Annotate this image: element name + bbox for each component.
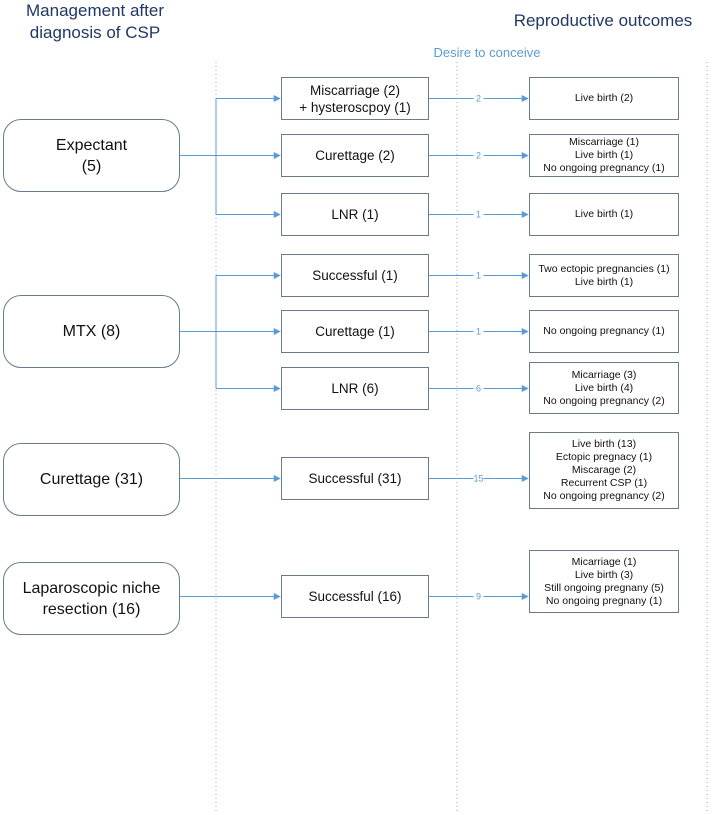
outcome-box-text: No ongoing pregnancy (1) bbox=[543, 325, 665, 337]
conceive-count: 1 bbox=[476, 210, 481, 220]
management-heading-line: diagnosis of CSP bbox=[29, 23, 161, 42]
outcome-box-text: No ongoing pregnancy (1) bbox=[543, 162, 665, 174]
management-box-text: (5) bbox=[81, 157, 102, 175]
management-box-text: Curettage (31) bbox=[39, 471, 144, 488]
outcome-box: Micarriage (3)Live birth (4)No ongoing p… bbox=[529, 362, 679, 414]
result-box-text: Successful (1) bbox=[312, 268, 398, 283]
result-box-text: LNR (1) bbox=[331, 207, 379, 222]
result-box-text: Curettage (2) bbox=[315, 148, 395, 163]
result-box: Successful (16) bbox=[281, 575, 429, 618]
result-box: Curettage (2) bbox=[281, 134, 429, 177]
result-box-text: Miscarriage (2) bbox=[309, 82, 401, 98]
result-box-text: Curettage (1) bbox=[315, 324, 395, 339]
conceive-count: 2 bbox=[476, 151, 481, 161]
outcome-box-text: Miscarage (2) bbox=[571, 464, 637, 476]
management-box: Laparoscopic niche resection (16) bbox=[3, 562, 180, 635]
conceive-count: 2 bbox=[476, 94, 481, 104]
management-box: MTX (8) bbox=[3, 295, 180, 368]
conceive-count: 9 bbox=[476, 592, 481, 602]
outcome-box: Micarriage (1)Live birth (3)Still ongoin… bbox=[529, 550, 679, 613]
outcome-box-text: Micarriage (3) bbox=[571, 368, 637, 381]
conceive-count: 6 bbox=[476, 384, 481, 394]
result-box: Curettage (1) bbox=[281, 310, 429, 353]
result-box: Miscarriage (2)+ hysteroscpoy (1) bbox=[281, 77, 429, 120]
outcome-box: Live birth (13)Ectopic pregnacy (1)Misca… bbox=[529, 432, 679, 509]
result-box: LNR (1) bbox=[281, 193, 429, 236]
outcome-box-text: No ongoing pregnany (1) bbox=[545, 594, 663, 607]
result-box-text: LNR (6) bbox=[331, 381, 379, 396]
management-box-text: Laparoscopic niche bbox=[22, 579, 161, 597]
outcome-box: Miscarriage (1)Live birth (1)No ongoing … bbox=[529, 134, 679, 177]
outcome-box-text: Two ectopic pregnancies (1) bbox=[538, 262, 670, 275]
outcome-box-text: No ongoing pregnancy (2) bbox=[543, 490, 665, 502]
outcome-box: No ongoing pregnancy (1) bbox=[529, 310, 679, 353]
desire-label: Desire to conceive bbox=[433, 45, 541, 60]
management-box-text: resection (16) bbox=[42, 600, 141, 618]
result-box-text: + hysteroscpoy (1) bbox=[299, 99, 411, 115]
outcome-box-text: Miscarriage (1) bbox=[568, 136, 639, 148]
management-box: Expectant (5) bbox=[3, 119, 180, 192]
outcome-box-text: Live birth (4) bbox=[574, 381, 634, 394]
outcome-box-text: Live birth (1) bbox=[574, 208, 634, 220]
result-box: Successful (1) bbox=[281, 254, 429, 297]
result-box: LNR (6) bbox=[281, 367, 429, 410]
result-box-text: Successful (16) bbox=[308, 589, 402, 604]
outcome-box: Live birth (1) bbox=[529, 193, 679, 236]
outcomes-heading: Reproductive outcomes bbox=[513, 11, 693, 30]
conceive-count: 15 bbox=[473, 474, 483, 484]
outcome-box: Two ectopic pregnancies (1)Live birth (1… bbox=[529, 254, 679, 297]
outcome-box-text: No ongoing pregnancy (2) bbox=[543, 394, 665, 407]
management-box: Curettage (31) bbox=[3, 443, 180, 516]
result-box-text: Successful (31) bbox=[308, 471, 402, 486]
outcome-box-text: Live birth (1) bbox=[574, 149, 634, 161]
outcome-box-text: Live birth (13) bbox=[571, 438, 637, 450]
outcome-box-text: Live birth (2) bbox=[574, 92, 634, 104]
management-heading-line: Management after bbox=[26, 1, 164, 20]
outcome-box-text: Micarriage (1) bbox=[571, 555, 637, 568]
conceive-count: 1 bbox=[476, 327, 481, 337]
outcome-box-text: Ectopic pregnacy (1) bbox=[555, 451, 653, 463]
outcome-box-text: Live birth (1) bbox=[574, 275, 634, 288]
management-box-text: MTX (8) bbox=[62, 323, 121, 340]
management-box-text: Expectant bbox=[55, 136, 128, 154]
outcome-box-text: Live birth (3) bbox=[574, 568, 634, 581]
outcome-box: Live birth (2) bbox=[529, 77, 679, 120]
outcome-box-text: Recurrent CSP (1) bbox=[560, 477, 648, 489]
management-heading: Management after diagnosis of CSP bbox=[0, 0, 190, 44]
result-box: Successful (31) bbox=[281, 457, 429, 500]
outcome-box-text: Still ongoing pregnany (5) bbox=[544, 581, 664, 594]
conceive-count: 1 bbox=[476, 271, 481, 281]
